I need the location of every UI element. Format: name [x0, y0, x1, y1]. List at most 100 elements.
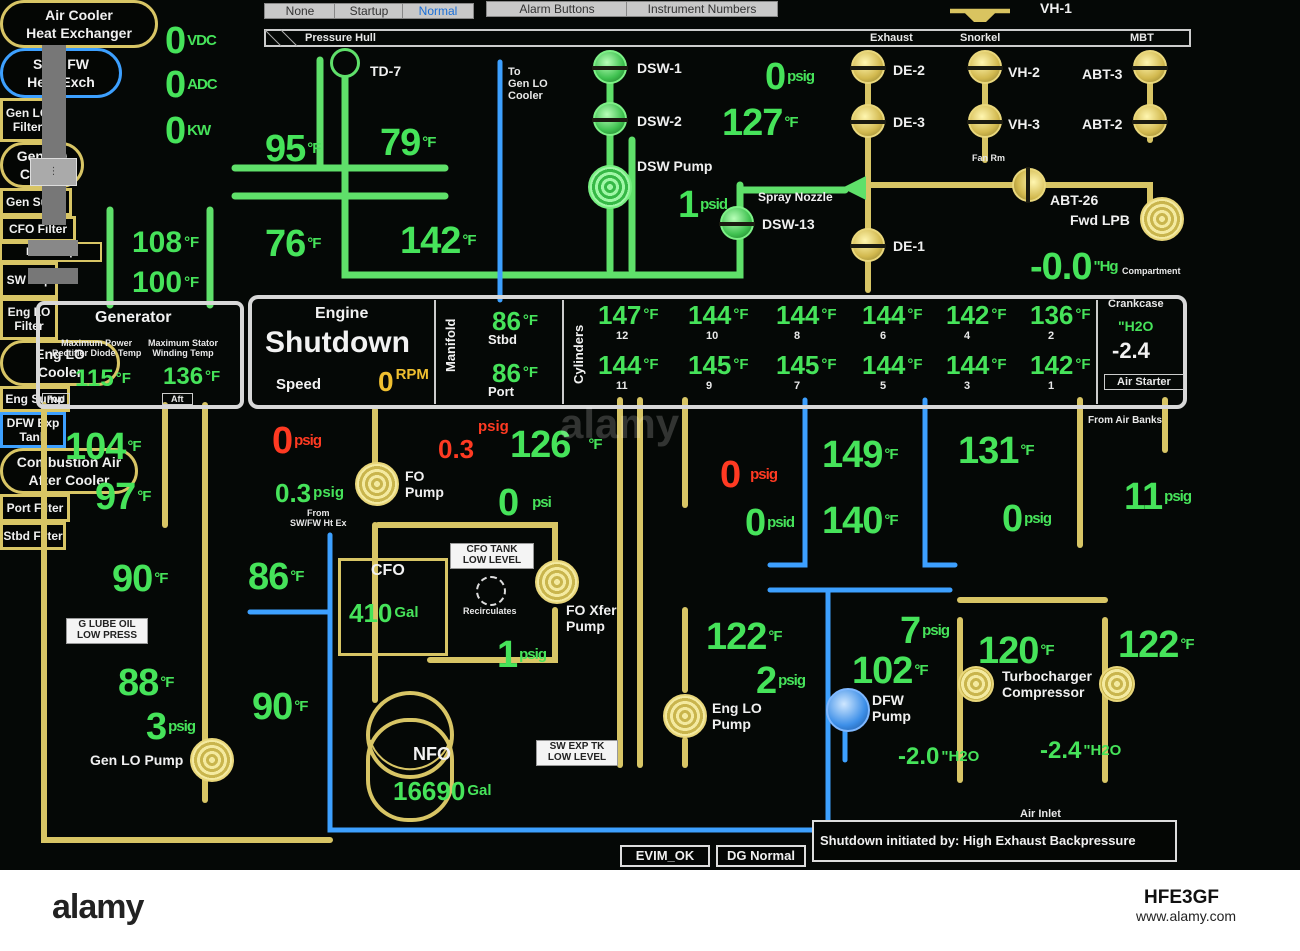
td7-valve-icon[interactable] [330, 48, 360, 78]
footer-bar [0, 870, 1300, 951]
cylinder-10-temp: 144°F [688, 302, 749, 328]
cylinder-7-temp-value: 145 [776, 350, 820, 380]
port-filter[interactable]: Port Filter [0, 494, 70, 522]
vh1-label: VH-1 [1040, 0, 1072, 16]
dsw-pump-label: DSW Pump [637, 158, 713, 174]
cylinder-6-label: 6 [880, 330, 887, 342]
manifold-port-readout: 86°F [492, 358, 539, 388]
gen-aft-tab[interactable]: Aft [162, 393, 193, 405]
dfw-pump-icon[interactable] [826, 688, 870, 732]
abt26-label: ABT-26 [1050, 192, 1099, 208]
throttle-slider-handle[interactable]: ⋮ [30, 158, 77, 186]
mode-startup-button[interactable]: Startup [334, 3, 404, 19]
instrument-numbers-button[interactable]: Instrument Numbers [626, 1, 778, 17]
cylinder-1-temp-unit: °F [1075, 356, 1091, 373]
gen-fwd-tab[interactable]: Fwd [42, 393, 70, 405]
pressure-hull-label: Pressure Hull [305, 32, 376, 44]
abt3-label: ABT-3 [1082, 66, 1123, 82]
eng-lo-filter[interactable]: Eng LO Filter [0, 298, 58, 340]
abt26-valve-icon[interactable] [1012, 168, 1046, 202]
cylinder-5-label: 5 [880, 380, 887, 392]
compartment-label: Compartment [1122, 266, 1181, 276]
alarm-buttons-button[interactable]: Alarm Buttons [486, 1, 628, 17]
fwd-lpb-pump-icon[interactable] [1140, 197, 1184, 241]
cylinder-1-temp-value: 142 [1030, 350, 1074, 380]
cfo-filter[interactable]: CFO Filter [0, 216, 76, 242]
cylinder-5-temp-unit: °F [907, 356, 923, 373]
abt2-valve-icon[interactable] [1132, 104, 1168, 138]
eng-lo-pump-label: Eng LO Pump [712, 700, 762, 732]
gen-lo-pump-icon[interactable] [190, 738, 234, 782]
temp-140-readout: 140°F [822, 500, 899, 542]
de3-label: DE-3 [893, 114, 925, 130]
manifold-label: Manifold [443, 318, 458, 372]
cylinders-label: Cylinders [571, 324, 586, 384]
crankcase-unit: "H2O [1118, 318, 1154, 334]
snorkel-label: Snorkel [960, 32, 1001, 44]
throttle-slider-track[interactable] [42, 45, 66, 225]
fo-xfer-pump-icon[interactable] [535, 560, 579, 604]
speed-label: Speed [276, 376, 322, 393]
cylinder-12-temp: 147°F [598, 302, 659, 328]
temp-149-readout: 149°F [822, 434, 899, 476]
cylinder-8-temp-value: 144 [776, 300, 820, 330]
fo-pump-icon[interactable] [355, 462, 399, 506]
slider-indicator-2 [28, 268, 78, 284]
engine-title: Engine [315, 305, 369, 322]
cylinder-3-temp: 144°F [946, 352, 1007, 378]
eng-lo-pump-icon[interactable] [663, 694, 707, 738]
spray-nozzle-label: Spray Nozzle [758, 190, 833, 204]
slider-indicator [28, 240, 78, 256]
cylinder-6-temp: 144°F [862, 302, 923, 328]
crankcase-label: Crankcase [1108, 298, 1164, 310]
cylinder-4-temp-unit: °F [991, 306, 1007, 323]
combustion-air-after-cooler[interactable]: Combustion Air After Cooler [0, 448, 138, 494]
stbd-filter[interactable]: Stbd Filter [0, 522, 66, 550]
air-cooler-heat-exchanger[interactable]: Air Cooler Heat Exchanger [0, 0, 158, 48]
compartment-hg-readout: -0.0"Hg [1030, 246, 1119, 288]
cfo-tank[interactable] [338, 558, 448, 656]
cylinder-3-temp-value: 144 [946, 350, 990, 380]
temp-120-readout: 120°F [978, 630, 1055, 672]
de1-valve-icon[interactable] [850, 228, 886, 262]
air-starter-label[interactable]: Air Starter [1104, 374, 1184, 390]
g-lube-oil-alarm[interactable]: G LUBE OIL LOW PRESS [66, 618, 148, 644]
cylinder-10-label: 10 [706, 330, 719, 342]
dsw1-valve-icon[interactable] [592, 50, 628, 84]
stbd-label: Stbd [488, 332, 517, 347]
de3-valve-icon[interactable] [850, 104, 886, 138]
abt3-valve-icon[interactable] [1132, 50, 1168, 84]
vh3-valve-icon[interactable] [967, 104, 1003, 138]
td7-label: TD-7 [370, 63, 402, 79]
stbd-turbo-icon[interactable] [1099, 666, 1135, 702]
cfo-tank-low-alarm[interactable]: CFO TANK LOW LEVEL [450, 543, 534, 569]
sw-exp-low-alarm[interactable]: SW EXP TK LOW LEVEL [536, 740, 618, 766]
mode-normal-button[interactable]: Normal [402, 3, 474, 19]
port-turbo-icon[interactable] [958, 666, 994, 702]
dfw-exp-tank[interactable]: DFW Exp Tank [0, 412, 66, 448]
to-gen-lo-label: To Gen LO Cooler [508, 66, 548, 102]
stator-temp-label: Maximum Stator Winding Temp [148, 338, 219, 358]
dsw2-valve-icon[interactable] [592, 102, 628, 136]
cylinder-8-label: 8 [794, 330, 801, 342]
vh2-valve-icon[interactable] [967, 50, 1003, 84]
eng-lo-cooler[interactable]: Eng LO Cooler [0, 340, 120, 386]
mbt-label: MBT [1130, 32, 1154, 44]
dsw-pump-icon[interactable] [588, 165, 632, 209]
mode-none-button[interactable]: None [264, 3, 336, 19]
de2-valve-icon[interactable] [850, 50, 886, 84]
dsw13-valve-icon[interactable] [719, 206, 755, 240]
temp-88-readout: 88°F [118, 662, 174, 704]
image-id: HFE3GF [1144, 887, 1219, 908]
cylinder-10-temp-unit: °F [733, 306, 749, 323]
